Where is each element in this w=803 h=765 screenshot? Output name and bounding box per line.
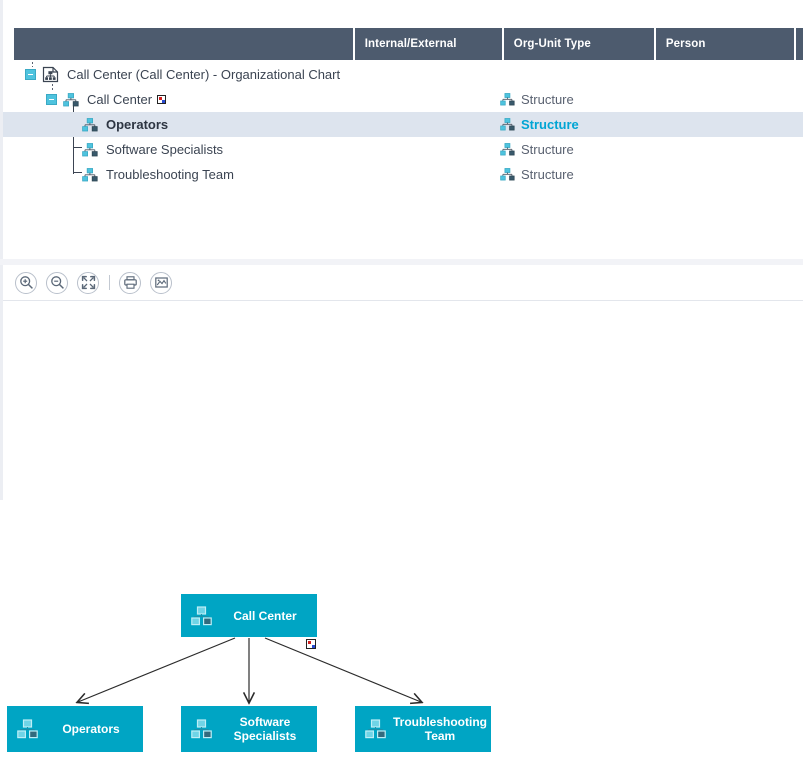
org-unit-icon bbox=[365, 719, 387, 739]
diagram-toolbar bbox=[3, 265, 803, 301]
org-unit-type-label: Structure bbox=[521, 142, 574, 157]
zoom-out-icon[interactable] bbox=[46, 271, 68, 294]
tree-node-cell[interactable]: Operators bbox=[3, 112, 500, 137]
tree-rows: Call Center (Call Center) - Organization… bbox=[3, 62, 803, 187]
person-cell bbox=[652, 137, 802, 162]
table-row[interactable]: Software Specialists Structure bbox=[3, 137, 803, 162]
org-chart-root-icon bbox=[42, 66, 59, 83]
chief-position-badge-icon bbox=[306, 639, 316, 649]
org-unit-icon bbox=[500, 168, 515, 181]
person-cell bbox=[652, 62, 802, 87]
org-unit-icon bbox=[63, 92, 79, 107]
column-header-overflow[interactable] bbox=[796, 28, 803, 60]
table-row[interactable]: Call Center Structure bbox=[3, 87, 803, 112]
org-unit-type-label: Structure bbox=[521, 167, 574, 182]
diagram-node-operators[interactable]: Operators bbox=[7, 706, 143, 752]
org-unit-type-cell bbox=[500, 62, 652, 87]
org-unit-icon bbox=[17, 719, 39, 739]
tree-node-label: Call Center (Call Center) - Organization… bbox=[67, 67, 341, 82]
tree-node-cell[interactable]: Software Specialists bbox=[3, 137, 500, 162]
org-unit-type-cell: Structure bbox=[500, 87, 652, 112]
toolbar-divider bbox=[109, 275, 110, 290]
tree-node-label: Operators bbox=[106, 117, 169, 132]
org-unit-type-cell: Structure bbox=[500, 137, 652, 162]
org-unit-type-label: Structure bbox=[521, 92, 574, 107]
diagram-node-label: Call Center bbox=[233, 608, 297, 623]
column-header-org-unit-type[interactable]: Org-Unit Type bbox=[503, 28, 654, 60]
column-header-name[interactable] bbox=[14, 28, 353, 60]
person-cell bbox=[652, 87, 802, 112]
org-unit-type-cell: Structure bbox=[500, 112, 652, 137]
collapse-toggle-call-center[interactable] bbox=[46, 94, 57, 105]
tree-node-label: Troubleshooting Team bbox=[106, 167, 234, 182]
column-header-person[interactable]: Person bbox=[655, 28, 794, 60]
person-cell bbox=[652, 112, 802, 137]
diagram-node-call-center[interactable]: Call Center bbox=[181, 594, 317, 637]
org-unit-icon bbox=[82, 167, 98, 182]
org-unit-tree-panel: Internal/External Org-Unit Type Person bbox=[0, 0, 803, 259]
column-header-internal-external[interactable]: Internal/External bbox=[354, 28, 502, 60]
print-icon[interactable] bbox=[119, 271, 141, 294]
org-chart-diagram-panel: Call Center Operators bbox=[0, 265, 803, 752]
org-unit-icon bbox=[82, 117, 98, 132]
org-unit-icon bbox=[500, 118, 515, 131]
chief-position-badge-icon bbox=[157, 95, 167, 104]
zoom-in-icon[interactable] bbox=[15, 271, 37, 294]
diagram-node-label: Operators bbox=[62, 722, 120, 736]
org-unit-type-cell: Structure bbox=[500, 162, 652, 187]
person-cell bbox=[652, 162, 802, 187]
diagram-node-label: Troubleshooting Team bbox=[393, 715, 487, 743]
table-header: Internal/External Org-Unit Type Person bbox=[14, 28, 803, 60]
collapse-toggle-root[interactable] bbox=[25, 69, 36, 80]
table-row[interactable]: Call Center (Call Center) - Organization… bbox=[3, 62, 803, 87]
export-image-icon[interactable] bbox=[150, 271, 172, 294]
org-unit-icon bbox=[191, 605, 213, 626]
table-row[interactable]: Operators Structure bbox=[3, 112, 803, 137]
org-unit-type-label: Structure bbox=[521, 117, 579, 132]
tree-node-cell[interactable]: Troubleshooting Team bbox=[3, 162, 500, 187]
diagram-node-software-specialists[interactable]: Software Specialists bbox=[181, 706, 317, 752]
table-row[interactable]: Troubleshooting Team Structure bbox=[3, 162, 803, 187]
org-unit-icon bbox=[191, 719, 213, 739]
diagram-node-label: Software Specialists bbox=[233, 715, 297, 743]
diagram-node-troubleshooting-team[interactable]: Troubleshooting Team bbox=[355, 706, 491, 752]
org-unit-icon bbox=[500, 93, 515, 106]
diagram-edges bbox=[3, 637, 803, 765]
tree-node-label: Software Specialists bbox=[106, 142, 224, 157]
org-unit-icon bbox=[82, 142, 98, 157]
tree-node-cell[interactable]: Call Center (Call Center) - Organization… bbox=[3, 62, 500, 87]
tree-node-label: Call Center bbox=[87, 92, 153, 107]
fit-to-screen-icon[interactable] bbox=[77, 271, 99, 294]
tree-node-cell[interactable]: Call Center bbox=[3, 87, 500, 112]
org-unit-icon bbox=[500, 143, 515, 156]
